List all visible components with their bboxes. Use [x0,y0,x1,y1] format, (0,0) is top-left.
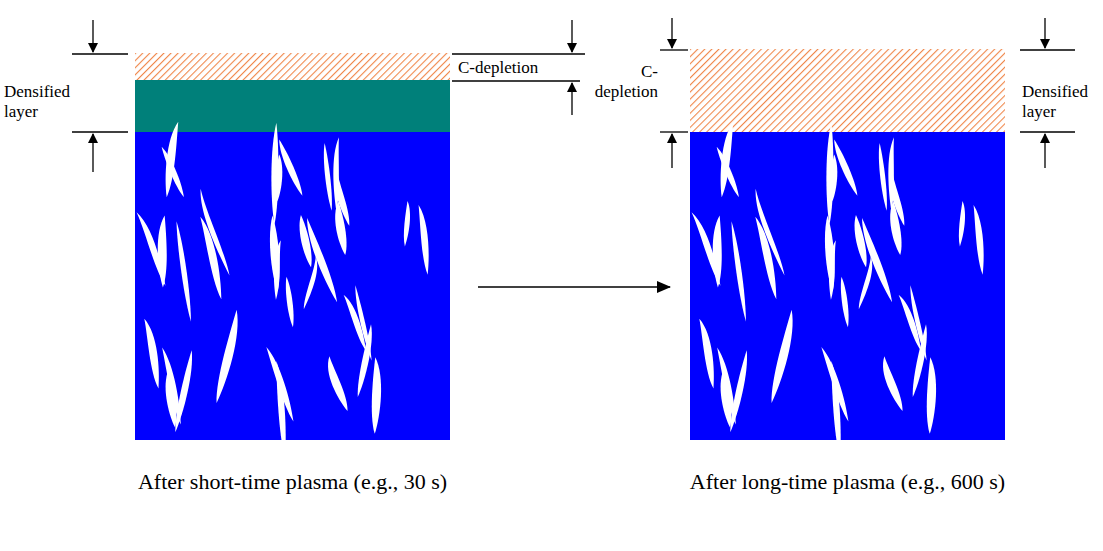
pore [403,201,411,247]
pore [857,217,894,304]
pore [971,204,987,275]
pore [196,188,231,277]
pore [157,215,168,287]
pore [302,217,339,304]
pore [159,145,187,198]
pore [829,361,844,440]
pore [303,256,320,310]
pore [823,215,837,292]
porous-film [135,132,450,440]
pore [858,256,875,310]
film-stack: After long-time plasma (e.g., 600 s) [690,49,1005,440]
pore [355,324,375,398]
pore [274,361,289,440]
pore [714,145,742,198]
pore [697,318,719,389]
pore [163,369,178,428]
densified-layer [135,80,450,132]
pore [958,201,966,247]
pore [142,318,164,389]
pore [887,171,906,227]
porous-film [690,132,1005,440]
process-arrow [478,286,670,288]
panel-caption: After short-time plasma (e.g., 30 s) [75,468,510,495]
pore [416,204,432,275]
pore [372,357,382,434]
pore [173,350,196,433]
pore [877,143,889,211]
film-illustration [690,49,1005,440]
c-depletion-layer [135,53,450,80]
layer-label: Densified layer [1010,82,1092,122]
pore [927,357,937,434]
pore [830,139,859,198]
pore [728,350,751,433]
pore [174,221,194,322]
pore [751,188,786,277]
pore [275,139,304,198]
pore [323,355,349,413]
pore [270,123,279,225]
pore [322,143,334,211]
panel-caption: After long-time plasma (e.g., 600 s) [630,468,1065,495]
pore [729,221,749,322]
pore [825,123,834,225]
layer-label: C- depletion [580,62,658,102]
pore [284,276,296,327]
pore [718,369,733,428]
pore [712,215,723,287]
layer-label: Densified layer [4,82,86,122]
pore [268,215,282,292]
c-depletion-layer [690,49,1005,132]
pore [214,309,243,404]
pore [332,171,351,227]
film-illustration [135,53,450,440]
layer-label: C-depletion [458,58,538,78]
pore [878,355,904,413]
pore [839,276,851,327]
pore [910,324,930,398]
film-stack: After short-time plasma (e.g., 30 s) [135,53,450,440]
pore [769,309,798,404]
